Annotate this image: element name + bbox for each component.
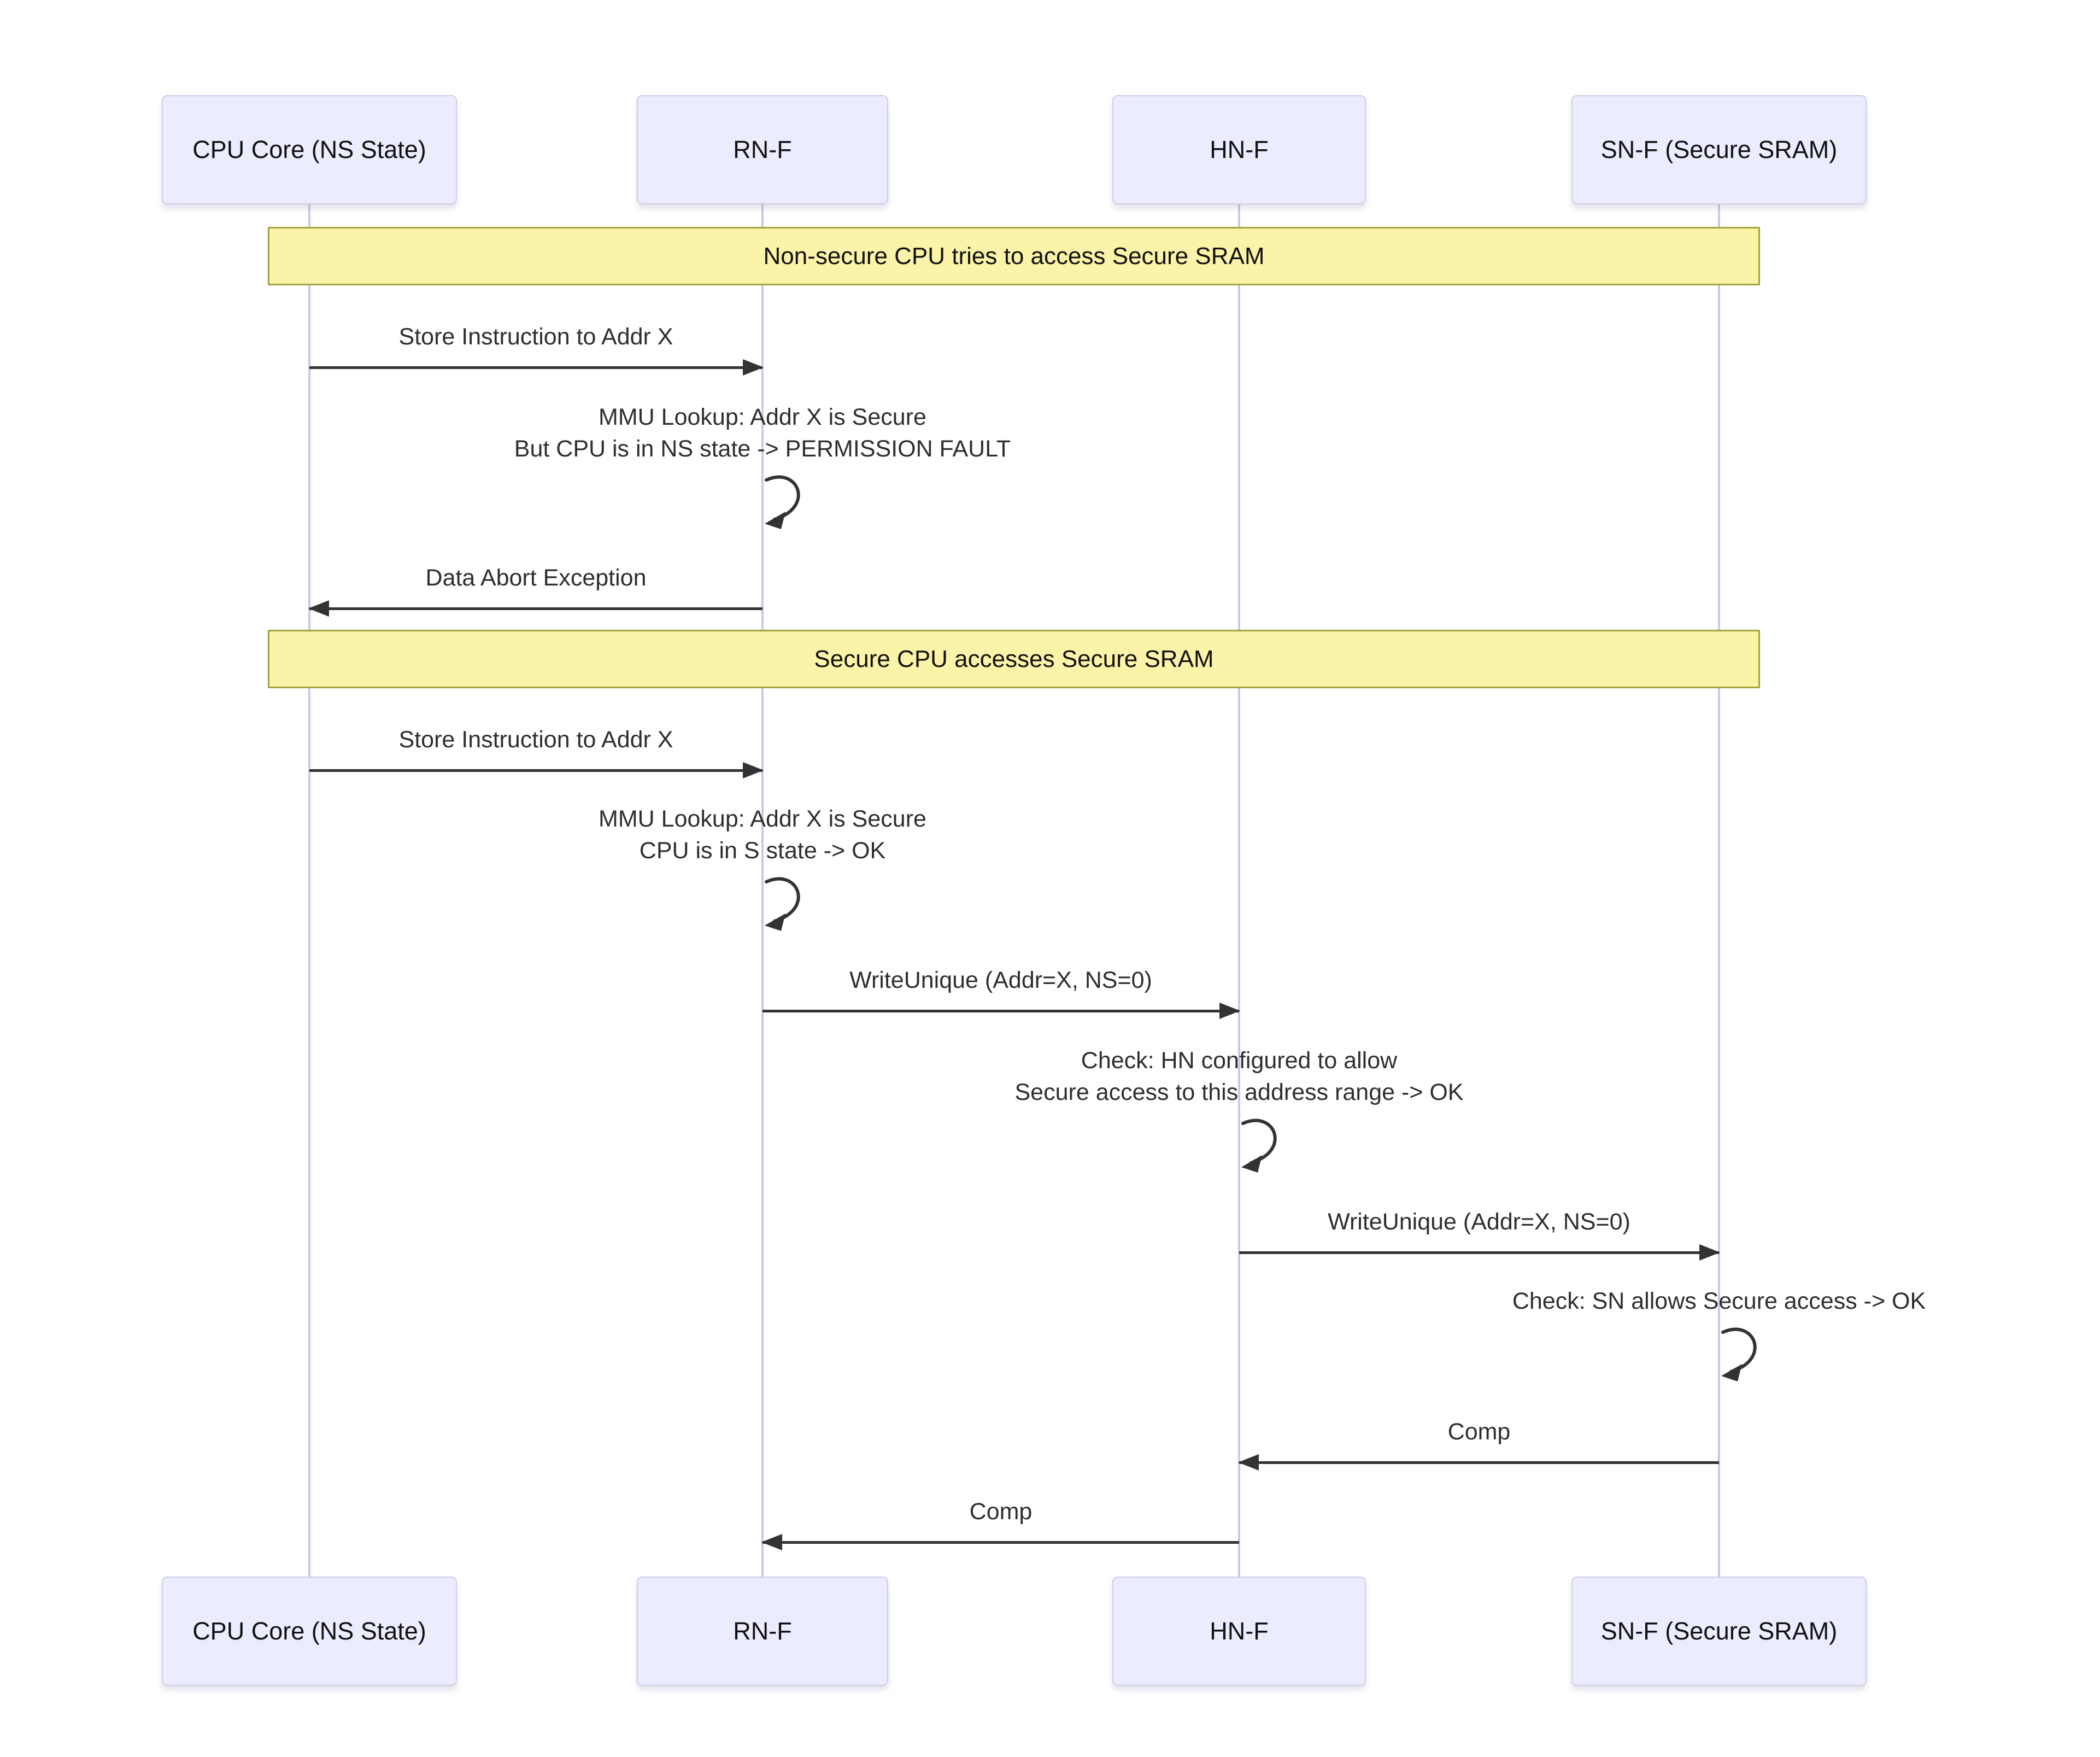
actor-top-hn-f: HN-F <box>1112 95 1366 204</box>
actor-label: CPU Core (NS State) <box>192 1617 426 1645</box>
self-message-line2: CPU is in S state -> OK <box>639 837 886 864</box>
message-writeunique-rnf-hnf: WriteUnique (Addr=X, NS=0) <box>762 951 1240 1019</box>
message-label: Comp <box>969 1498 1033 1525</box>
message-line <box>309 366 762 369</box>
actor-top-sn-f: SN-F (Secure SRAM) <box>1571 95 1867 204</box>
self-loop-arrow-icon <box>765 877 800 931</box>
self-loop-arrow-icon <box>1721 1327 1757 1381</box>
message-store-instruction-1: Store Instruction to Addr X <box>309 308 764 376</box>
lifeline-cpu-core <box>308 204 310 1577</box>
actor-label: HN-F <box>1210 136 1269 163</box>
actor-bottom-sn-f: SN-F (Secure SRAM) <box>1571 1577 1867 1686</box>
actor-top-cpu-core: CPU Core (NS State) <box>162 95 457 204</box>
message-line <box>1239 1251 1719 1254</box>
self-message-line2: Secure access to this address range -> O… <box>1014 1079 1464 1105</box>
self-loop-arrow-icon <box>1241 1118 1277 1173</box>
self-loop-arrow-icon <box>765 475 800 529</box>
lifeline-hn-f <box>1238 204 1240 1577</box>
message-label: Store Instruction to Addr X <box>398 727 673 753</box>
arrowhead-right-icon <box>1219 1003 1240 1019</box>
message-label: Comp <box>1447 1419 1511 1445</box>
actor-bottom-rn-f: RN-F <box>637 1577 888 1686</box>
message-comp-hnf-rnf: Comp <box>761 1483 1239 1550</box>
actor-top-rn-f: RN-F <box>637 95 888 204</box>
arrowhead-right-icon <box>743 359 764 376</box>
message-line <box>762 1010 1239 1012</box>
self-message-line2: But CPU is in NS state -> PERMISSION FAU… <box>514 436 1011 462</box>
actor-label: CPU Core (NS State) <box>192 136 426 163</box>
actor-label: HN-F <box>1210 1617 1269 1645</box>
message-comp-snf-hnf: Comp <box>1238 1403 1719 1471</box>
lifeline-sn-f <box>1718 204 1720 1577</box>
actor-label: SN-F (Secure SRAM) <box>1600 136 1838 163</box>
self-message-mmu-ok: MMU Lookup: Addr X is Secure CPU is in S… <box>380 803 1145 934</box>
arrowhead-left-icon <box>1238 1454 1259 1471</box>
section-note-label: Non-secure CPU tries to access Secure SR… <box>763 242 1265 270</box>
arrowhead-right-icon <box>1699 1244 1720 1261</box>
actor-bottom-cpu-core: CPU Core (NS State) <box>162 1577 457 1686</box>
message-line <box>309 607 762 610</box>
actor-label: RN-F <box>733 136 792 163</box>
message-label: Store Instruction to Addr X <box>398 324 673 350</box>
self-message-sn-check: Check: SN allows Secure access -> OK <box>1336 1285 2100 1384</box>
section-note-label: Secure CPU accesses Secure SRAM <box>814 645 1214 672</box>
section-note-nonsecure-access: Non-secure CPU tries to access Secure SR… <box>268 227 1760 285</box>
self-message-mmu-permission-fault: MMU Lookup: Addr X is Secure But CPU is … <box>380 401 1145 532</box>
message-line <box>1239 1461 1719 1464</box>
message-label: WriteUnique (Addr=X, NS=0) <box>849 967 1152 993</box>
self-message-line1: MMU Lookup: Addr X is Secure <box>599 806 926 832</box>
lifeline-rn-f <box>761 204 764 1577</box>
arrowhead-left-icon <box>761 1534 782 1550</box>
message-store-instruction-2: Store Instruction to Addr X <box>309 711 764 778</box>
self-message-hn-check: Check: HN configured to allow Secure acc… <box>857 1045 1622 1175</box>
arrowhead-left-icon <box>308 600 329 617</box>
self-message-line1: MMU Lookup: Addr X is Secure <box>599 404 926 430</box>
actor-label: RN-F <box>733 1617 792 1645</box>
section-note-secure-access: Secure CPU accesses Secure SRAM <box>268 630 1760 688</box>
message-line <box>309 769 762 772</box>
actor-label: SN-F (Secure SRAM) <box>1600 1617 1838 1645</box>
message-line <box>762 1541 1239 1544</box>
message-data-abort-exception: Data Abort Exception <box>308 549 762 617</box>
message-label: Data Abort Exception <box>425 565 647 591</box>
actor-bottom-hn-f: HN-F <box>1112 1577 1366 1686</box>
arrowhead-right-icon <box>743 762 764 778</box>
message-label: WriteUnique (Addr=X, NS=0) <box>1328 1209 1630 1235</box>
self-message-line1: Check: HN configured to allow <box>1081 1047 1398 1074</box>
message-writeunique-hnf-snf: WriteUnique (Addr=X, NS=0) <box>1239 1193 1720 1261</box>
self-message-line1: Check: SN allows Secure access -> OK <box>1512 1288 1926 1314</box>
